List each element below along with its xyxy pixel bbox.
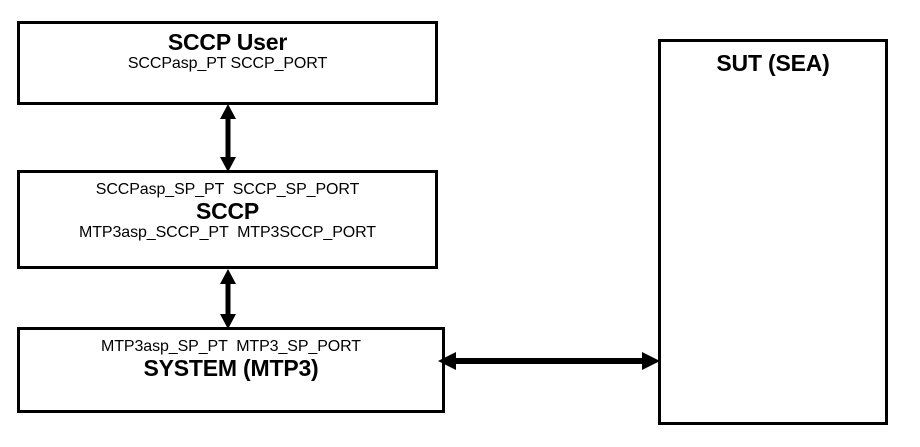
node-system-mtp3-ports: MTP3asp_SP_PT MTP3_SP_PORT (101, 338, 361, 355)
connector-sccp-to-system-mtp3 (213, 269, 243, 329)
node-sut-sea[interactable]: SUT (SEA) (658, 39, 888, 425)
connector-sccp-user-to-sccp (213, 104, 243, 172)
node-sccp-user[interactable]: SCCP User SCCPasp_PT SCCP_PORT (17, 21, 438, 105)
node-sccp-user-ports: SCCPasp_PT SCCP_PORT (127, 54, 328, 72)
node-sccp-title: SCCP (195, 197, 260, 224)
node-sccp-upper-ports: SCCPasp_SP_PT SCCP_SP_PORT (95, 181, 360, 198)
node-system-mtp3-title: SYSTEM (MTP3) (143, 354, 319, 381)
node-sccp-user-title: SCCP User (167, 29, 288, 55)
node-system-mtp3[interactable]: MTP3asp_SP_PT MTP3_SP_PORT SYSTEM (MTP3) (17, 327, 445, 413)
connector-system-mtp3-to-sut-sea (438, 348, 660, 374)
node-sccp-lower-ports: MTP3asp_SCCP_PT MTP3SCCP_PORT (79, 223, 376, 241)
node-sccp[interactable]: SCCPasp_SP_PT SCCP_SP_PORT SCCP MTP3asp_… (17, 170, 438, 269)
node-sut-sea-title: SUT (SEA) (716, 50, 830, 76)
